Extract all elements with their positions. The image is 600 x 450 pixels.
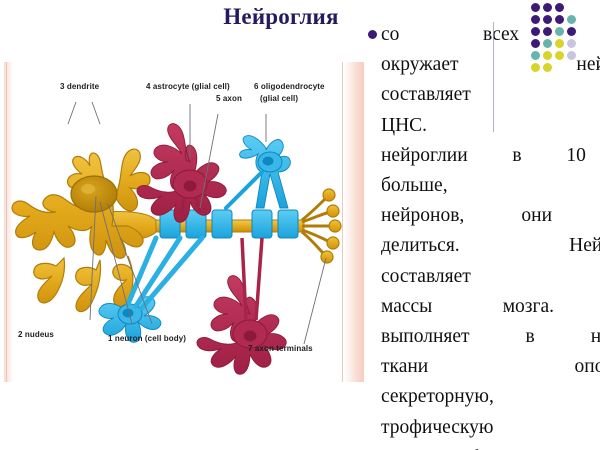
myelin-sheath-group-upper bbox=[159, 209, 299, 239]
body-text-line: больше,че bbox=[381, 171, 600, 201]
body-text-word: выполняет bbox=[381, 326, 470, 348]
body-text-line: составляет80% bbox=[381, 262, 600, 292]
body-text-word: ткани bbox=[381, 356, 429, 378]
body-text-block: совсехстороокружаетнейронысоставляетстро… bbox=[381, 20, 600, 450]
figure-label-astrocyte: 4 astrocyte (glial cell) bbox=[146, 82, 230, 91]
body-text-word: составляет bbox=[381, 84, 471, 106]
body-text-line: составляетстром bbox=[381, 80, 600, 110]
body-text-line: трофическую bbox=[381, 413, 600, 443]
body-text-line: окружает нейроны bbox=[381, 50, 600, 80]
figure-label-nucleus: 2 nudeus bbox=[18, 330, 54, 339]
body-text-word: окружает bbox=[381, 54, 459, 76]
body-text-word: со bbox=[381, 24, 400, 45]
body-text-word: опорную bbox=[574, 356, 600, 378]
body-text-line: делиться. Нейрогли bbox=[381, 231, 600, 261]
figure-label-axon-terminals: 7 axon terminals bbox=[248, 344, 313, 353]
neuron-nucleus bbox=[70, 175, 118, 213]
neuron-glia-diagram: 3 dendrite 4 astrocyte (glial cell) 5 ax… bbox=[4, 62, 364, 382]
figure-right-border bbox=[344, 62, 364, 382]
body-text-word: трофическую bbox=[381, 416, 494, 438]
body-text-line: секреторную, bbox=[381, 382, 600, 412]
body-text-word: секреторную, bbox=[381, 386, 494, 408]
leader-lines bbox=[67, 101, 327, 345]
body-text-word: составляет bbox=[381, 265, 471, 287]
astrocyte-lower bbox=[196, 237, 287, 375]
body-text-word: Нейрогли bbox=[569, 235, 600, 257]
body-text-line: ЦНС.Клето bbox=[381, 111, 600, 141]
figure-label-oligodendrocyte-sub: (glial cell) bbox=[260, 94, 299, 103]
oligodendrocyte-upper bbox=[224, 135, 291, 210]
figure-right-hairline bbox=[342, 62, 343, 382]
neuron-illustration-svg bbox=[11, 101, 342, 375]
body-text-line: выполняет в нервно bbox=[381, 322, 600, 352]
neuron-cell-body bbox=[11, 148, 151, 313]
dot-grid-dot bbox=[555, 3, 564, 12]
body-text-word: нейронов, bbox=[381, 205, 465, 227]
body-text-word: в bbox=[525, 326, 535, 348]
figure-label-neuron-cell-body: 1 neuron (cell body) bbox=[108, 334, 187, 343]
body-text-line: ткани опорную bbox=[381, 352, 600, 382]
body-text-word: 10 bbox=[566, 144, 586, 166]
body-text-word: в bbox=[512, 144, 522, 166]
body-text-word: массы bbox=[381, 295, 433, 317]
body-text-word: делиться. bbox=[381, 235, 460, 257]
bullet-point-marker bbox=[368, 30, 377, 39]
body-text-line: нейронов,онимогу bbox=[381, 201, 600, 231]
figure-label-axon: 5 axon bbox=[216, 94, 242, 103]
page-title: Нейроглия bbox=[223, 4, 339, 29]
body-text-word: больше, bbox=[381, 175, 448, 197]
body-text-line: совсехсторо bbox=[381, 20, 600, 50]
figure-label-oligodendrocyte: 6 oligodendrocyte bbox=[254, 82, 325, 91]
text-column-divider bbox=[493, 22, 494, 132]
dot-grid-dot bbox=[531, 3, 540, 12]
body-text-word: мозга. bbox=[502, 295, 555, 317]
body-text-line: защитную функции. bbox=[381, 443, 600, 450]
figure-label-dendrite: 3 dendrite bbox=[60, 82, 100, 91]
body-text-word: всех bbox=[483, 24, 520, 45]
figure-left-border bbox=[4, 62, 13, 382]
oligodendrocyte-lower bbox=[98, 235, 205, 343]
figure-left-hairline bbox=[6, 62, 7, 382]
body-text-word: ЦНС. bbox=[381, 114, 428, 136]
body-text-line: нейроглиив10ра bbox=[381, 141, 600, 171]
body-text-word: нейроны bbox=[576, 54, 600, 76]
astrocyte-upper bbox=[136, 123, 227, 223]
body-text-word: защитную функции. bbox=[381, 447, 549, 450]
body-text-word: нервно bbox=[590, 326, 600, 348]
dot-grid-dot bbox=[567, 3, 576, 12]
dot-grid-dot bbox=[543, 3, 552, 12]
dot-grid-row bbox=[531, 3, 597, 15]
axon-terminals-group bbox=[301, 188, 342, 264]
body-text-word: нейроглии bbox=[381, 144, 468, 166]
body-text-word: они bbox=[521, 205, 553, 227]
